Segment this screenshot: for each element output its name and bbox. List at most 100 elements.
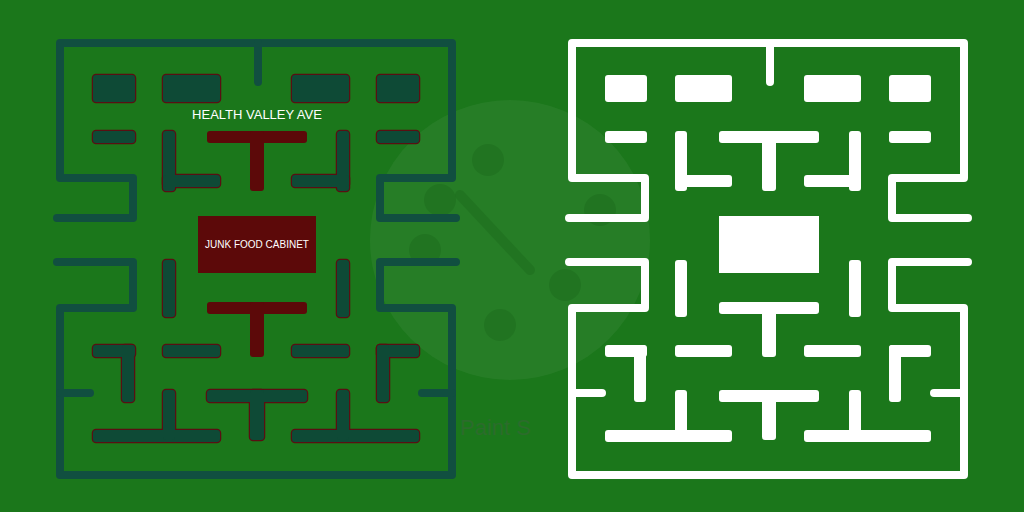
- maze-wall: [569, 262, 968, 475]
- block-fill: [377, 131, 419, 143]
- maze-block: [889, 345, 931, 402]
- block-outline: [93, 75, 135, 102]
- block-fill: [804, 75, 861, 102]
- block-outline: [292, 345, 349, 357]
- block-fill: [93, 131, 135, 143]
- block-fill: [605, 430, 732, 442]
- block-fill: [250, 390, 264, 440]
- block-outline: [292, 75, 349, 102]
- maze-block: [675, 345, 732, 357]
- block-fill: [292, 175, 349, 187]
- block-fill: [675, 260, 687, 317]
- maze-block: [163, 260, 175, 317]
- block-fill: [889, 75, 931, 102]
- maze-block: [93, 131, 135, 143]
- maze-block: [889, 131, 931, 143]
- watermark: Paint S: [460, 415, 531, 441]
- block-fill: [762, 302, 776, 357]
- maze-block: [889, 75, 931, 102]
- maze-block: [719, 302, 819, 357]
- block-fill: [163, 390, 175, 440]
- maze-block: [292, 75, 349, 102]
- block-fill: [163, 260, 175, 317]
- block-fill: [93, 430, 220, 442]
- maze-wall: [422, 389, 452, 397]
- maze-block: [605, 390, 732, 442]
- maze-block: [292, 390, 419, 442]
- block-outline: [337, 260, 349, 317]
- maze-block: [605, 131, 647, 143]
- block-fill: [634, 345, 646, 402]
- block-outline: [163, 175, 220, 187]
- block-outline: [377, 75, 419, 102]
- block-fill: [889, 131, 931, 143]
- palette-dot: [549, 269, 581, 301]
- maze-block: [163, 345, 220, 357]
- cabinet-box: JUNK FOOD CABINET: [198, 216, 316, 273]
- maze-block: [377, 75, 419, 102]
- block-fill: [762, 390, 776, 440]
- palette-dot: [424, 184, 456, 216]
- maze-wall: [57, 43, 456, 218]
- block-outline: [163, 345, 220, 357]
- block-fill: [250, 302, 264, 357]
- block-fill: [292, 345, 349, 357]
- block-fill: [337, 260, 349, 317]
- maze-block: [804, 390, 931, 442]
- maze-block: [377, 345, 419, 402]
- maze-block: [207, 131, 307, 191]
- block-outline: [163, 75, 220, 102]
- box-label: JUNK FOOD CABINET: [205, 239, 309, 250]
- palette-brush: [460, 195, 530, 270]
- street-name: HEALTH VALLEY AVE: [192, 107, 322, 122]
- palette-disc: [370, 100, 650, 380]
- maze-block: [675, 260, 687, 317]
- block-fill: [849, 260, 861, 317]
- block-fill: [93, 75, 135, 102]
- palette-dot: [472, 144, 504, 176]
- maze-block: [337, 260, 349, 317]
- maze-block: [849, 260, 861, 317]
- palette-dot: [484, 309, 516, 341]
- block-outline: [292, 430, 419, 442]
- maze-block: [804, 345, 861, 357]
- block-fill: [804, 430, 931, 442]
- block-fill: [804, 345, 861, 357]
- maze-block: [719, 390, 819, 440]
- maze-block: [675, 75, 732, 102]
- blank-cabinet: [719, 216, 819, 273]
- maze-wall: [60, 389, 90, 397]
- block-outline: [250, 390, 264, 440]
- maze-block: [93, 345, 135, 402]
- block-fill: [377, 75, 419, 102]
- watermark-palette: [370, 100, 650, 380]
- maze-right: [569, 43, 968, 475]
- maze-wall: [254, 43, 262, 82]
- block-fill: [889, 345, 901, 402]
- block-outline: [163, 260, 175, 317]
- block-fill: [675, 75, 732, 102]
- block-fill: [163, 175, 220, 187]
- block-outline: [93, 430, 220, 442]
- block-fill: [804, 175, 861, 187]
- block-fill: [762, 131, 776, 191]
- maze-wall: [572, 389, 602, 397]
- block-fill: [337, 390, 349, 440]
- block-outline: [337, 390, 349, 440]
- block-fill: [675, 175, 732, 187]
- maze-left: [57, 43, 456, 475]
- maze-block: [292, 345, 349, 357]
- maze-block: [93, 390, 220, 442]
- maze-block: [377, 131, 419, 143]
- maze-block: [93, 75, 135, 102]
- maze-block: [207, 302, 307, 357]
- maze-wall: [766, 43, 774, 82]
- block-outline: [292, 175, 349, 187]
- block-fill: [292, 430, 419, 442]
- block-fill: [849, 390, 861, 440]
- block-outline: [163, 390, 175, 440]
- block-outline: [93, 131, 135, 143]
- maze-block: [605, 345, 647, 402]
- block-fill: [292, 75, 349, 102]
